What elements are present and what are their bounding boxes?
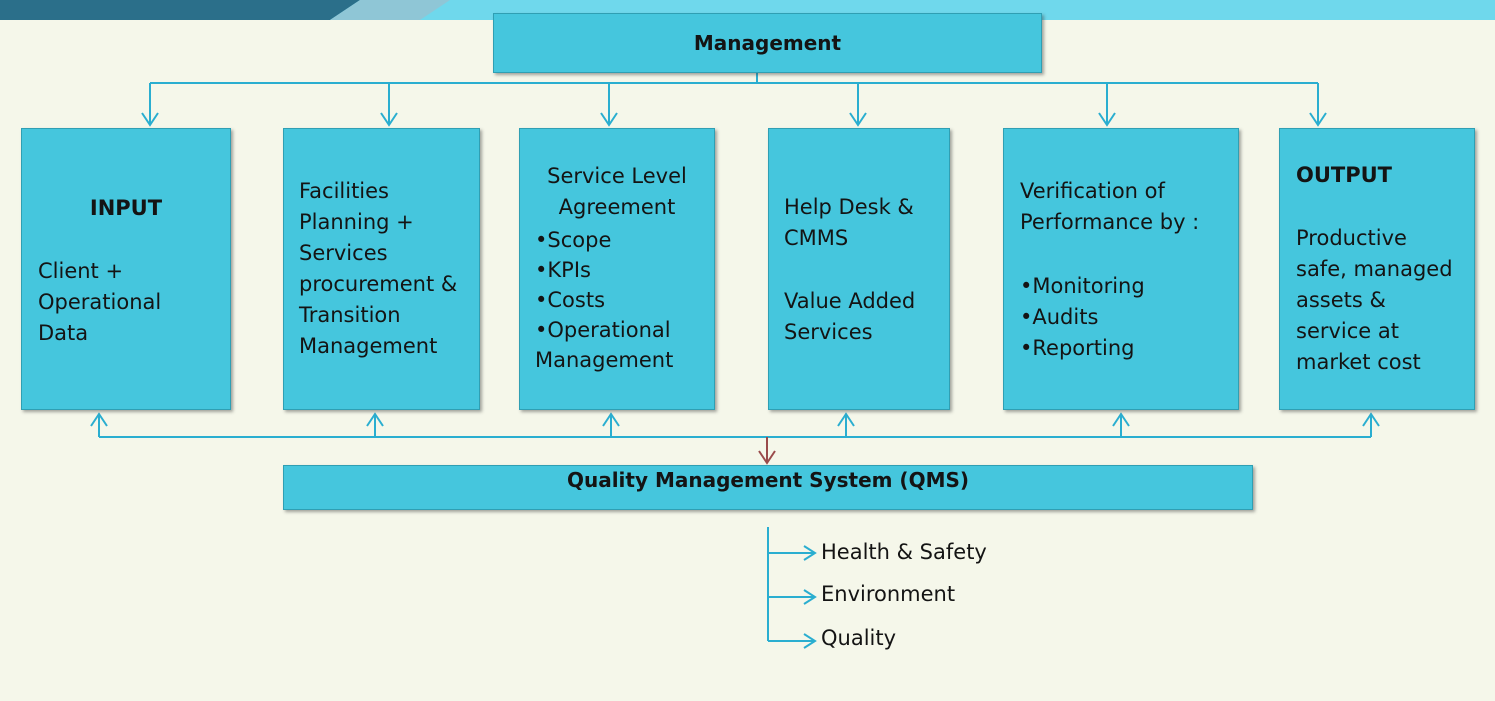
qms-item-environment: Environment — [821, 582, 956, 606]
verification-bullet: •Audits — [1020, 305, 1099, 329]
input-box: INPUT Client + Operational Data — [21, 128, 231, 410]
helpdesk-line: Value Added — [784, 289, 916, 313]
input-line: Data — [38, 321, 89, 345]
sla-bullet: •KPIs — [535, 258, 591, 282]
input-line: Operational — [38, 290, 162, 314]
facilities-line: Services — [299, 241, 388, 265]
sla-heading-line: Service Level — [547, 164, 687, 188]
sla-bullet: •Operational — [535, 318, 671, 342]
sla-bullet: Management — [535, 348, 674, 372]
facilities-line: Planning + — [299, 210, 414, 234]
input-title: INPUT — [89, 196, 163, 220]
output-line: Productive — [1296, 226, 1407, 250]
output-box: OUTPUT Productive safe, managed assets &… — [1279, 128, 1475, 410]
sla-bullet: •Scope — [535, 228, 612, 252]
sla-bullets: •Scope •KPIs •Costs •Operational Managem… — [535, 225, 673, 375]
sla-box: Service Level Agreement •Scope •KPIs •Co… — [519, 128, 715, 410]
helpdesk-box: Help Desk & CMMS Value Added Services — [768, 128, 950, 410]
qms-box: Quality Management System (QMS) — [283, 465, 1253, 510]
input-text: Client + Operational Data — [38, 256, 161, 349]
sla-heading: Service Level Agreement — [520, 161, 714, 223]
facilities-line: procurement & — [299, 272, 458, 296]
facilities-text: Facilities Planning + Services procureme… — [299, 176, 457, 362]
verification-bullet: •Reporting — [1020, 336, 1135, 360]
facilities-box: Facilities Planning + Services procureme… — [283, 128, 480, 410]
input-line: Client + — [38, 259, 124, 283]
facilities-line: Transition — [299, 303, 401, 327]
qms-label: Quality Management System (QMS) — [566, 468, 970, 492]
helpdesk-line: Help Desk & — [784, 195, 914, 219]
output-title: OUTPUT — [1296, 163, 1392, 187]
helpdesk-text: Help Desk & CMMS — [784, 192, 914, 254]
verification-heading-line: Verification of — [1020, 179, 1165, 203]
output-text: Productive safe, managed assets & servic… — [1296, 223, 1453, 378]
facilities-line: Management — [299, 334, 438, 358]
helpdesk-line: Services — [784, 320, 873, 344]
header-decoration — [0, 0, 1495, 20]
helpdesk-line: CMMS — [784, 226, 849, 250]
output-line: service at — [1296, 319, 1400, 343]
helpdesk-text-2: Value Added Services — [784, 286, 915, 348]
qms-item-quality: Quality — [821, 626, 897, 650]
output-line: assets & — [1296, 288, 1386, 312]
verification-heading-line: Performance by : — [1020, 210, 1200, 234]
management-box: Management — [493, 13, 1042, 73]
verification-box: Verification of Performance by : •Monito… — [1003, 128, 1239, 410]
facilities-line: Facilities — [299, 179, 389, 203]
management-label: Management — [693, 30, 842, 55]
output-line: safe, managed — [1296, 257, 1453, 281]
sla-heading-line: Agreement — [558, 195, 676, 219]
verification-bullet: •Monitoring — [1020, 274, 1145, 298]
verification-bullets: •Monitoring •Audits •Reporting — [1020, 271, 1145, 364]
qms-item-health-safety: Health & Safety — [821, 540, 987, 564]
output-line: market cost — [1296, 350, 1421, 374]
verification-heading: Verification of Performance by : — [1020, 176, 1199, 238]
sla-bullet: •Costs — [535, 288, 606, 312]
